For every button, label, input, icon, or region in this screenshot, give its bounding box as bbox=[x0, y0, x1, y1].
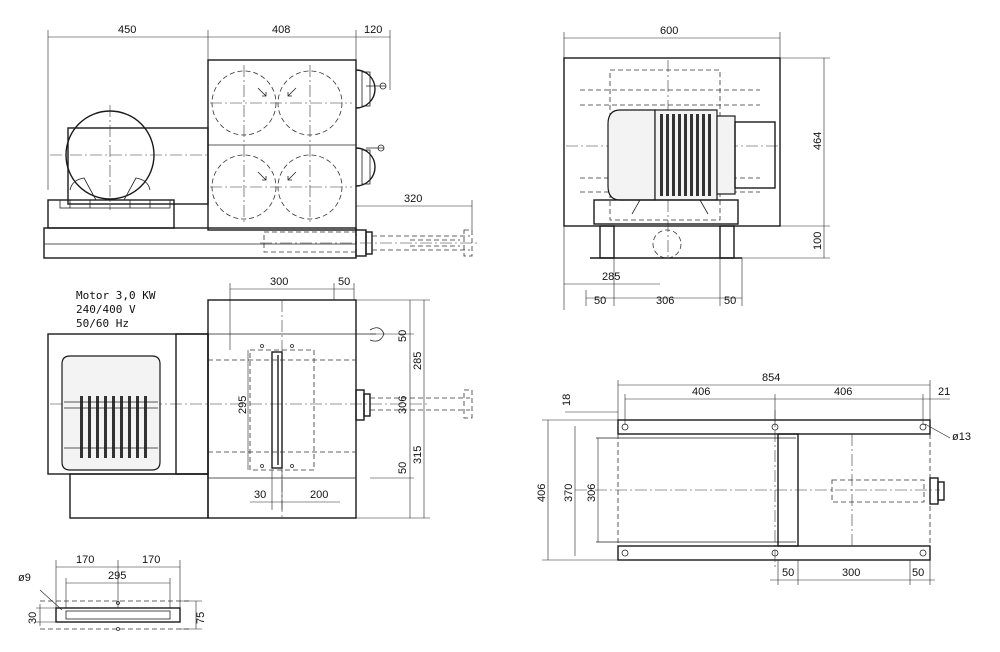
dim-450: 450 bbox=[118, 24, 136, 36]
dim-306-base: 306 bbox=[586, 484, 598, 502]
front-view: 450 408 120 bbox=[43, 24, 480, 259]
dim-50-base-b: 50 bbox=[912, 567, 924, 579]
dim-285-top: 285 bbox=[412, 352, 424, 370]
dim-50-side-right: 50 bbox=[724, 295, 736, 307]
dim-295-top: 295 bbox=[237, 396, 249, 414]
dim-120: 120 bbox=[364, 24, 382, 36]
small-part: 170 170 295 ø9 30 75 bbox=[18, 554, 207, 631]
dim-406-left: 406 bbox=[536, 484, 548, 502]
dim-295-part: 295 bbox=[108, 570, 126, 582]
motor-frequency: 50/60 Hz bbox=[76, 317, 129, 330]
dim-406a: 406 bbox=[692, 386, 710, 398]
dim-854: 854 bbox=[762, 372, 780, 384]
dim-306-top: 306 bbox=[397, 396, 409, 414]
dim-30-top: 30 bbox=[254, 489, 266, 501]
dim-406b: 406 bbox=[834, 386, 852, 398]
dim-170b: 170 bbox=[142, 554, 160, 566]
motor-voltage: 240/400 V bbox=[76, 303, 136, 316]
dim-75-part: 75 bbox=[195, 612, 207, 624]
dim-170a: 170 bbox=[76, 554, 94, 566]
dim-50-top-r1: 50 bbox=[397, 330, 409, 342]
dim-306-side: 306 bbox=[656, 295, 674, 307]
top-view: 300 50 bbox=[47, 276, 473, 519]
dim-315-top: 315 bbox=[412, 446, 424, 464]
dim-18: 18 bbox=[561, 394, 573, 406]
dim-21: 21 bbox=[938, 386, 950, 398]
dim-300-top: 300 bbox=[270, 276, 288, 288]
dim-370: 370 bbox=[563, 484, 575, 502]
dim-50-top-r2: 50 bbox=[397, 462, 409, 474]
dim-50-top: 50 bbox=[338, 276, 350, 288]
dim-100: 100 bbox=[812, 232, 824, 250]
dim-50-base-a: 50 bbox=[782, 567, 794, 579]
dim-hole-13: ø13 bbox=[952, 431, 971, 443]
dim-hole-9: ø9 bbox=[18, 572, 31, 584]
dim-30-part: 30 bbox=[27, 612, 39, 624]
base-plan: 854 406 406 21 ø13 bbox=[536, 372, 971, 585]
dim-600: 600 bbox=[660, 25, 678, 37]
dim-200-top: 200 bbox=[310, 489, 328, 501]
side-view: 600 bbox=[563, 25, 830, 310]
dim-50-side-left: 50 bbox=[594, 295, 606, 307]
motor-note: Motor 3,0 KW 240/400 V 50/60 Hz bbox=[76, 289, 156, 330]
dim-320: 320 bbox=[404, 193, 422, 205]
dim-408: 408 bbox=[272, 24, 290, 36]
motor-power: Motor 3,0 KW bbox=[76, 289, 156, 302]
dim-285-side: 285 bbox=[602, 271, 620, 283]
dim-300-base: 300 bbox=[842, 567, 860, 579]
dim-464: 464 bbox=[812, 132, 824, 150]
